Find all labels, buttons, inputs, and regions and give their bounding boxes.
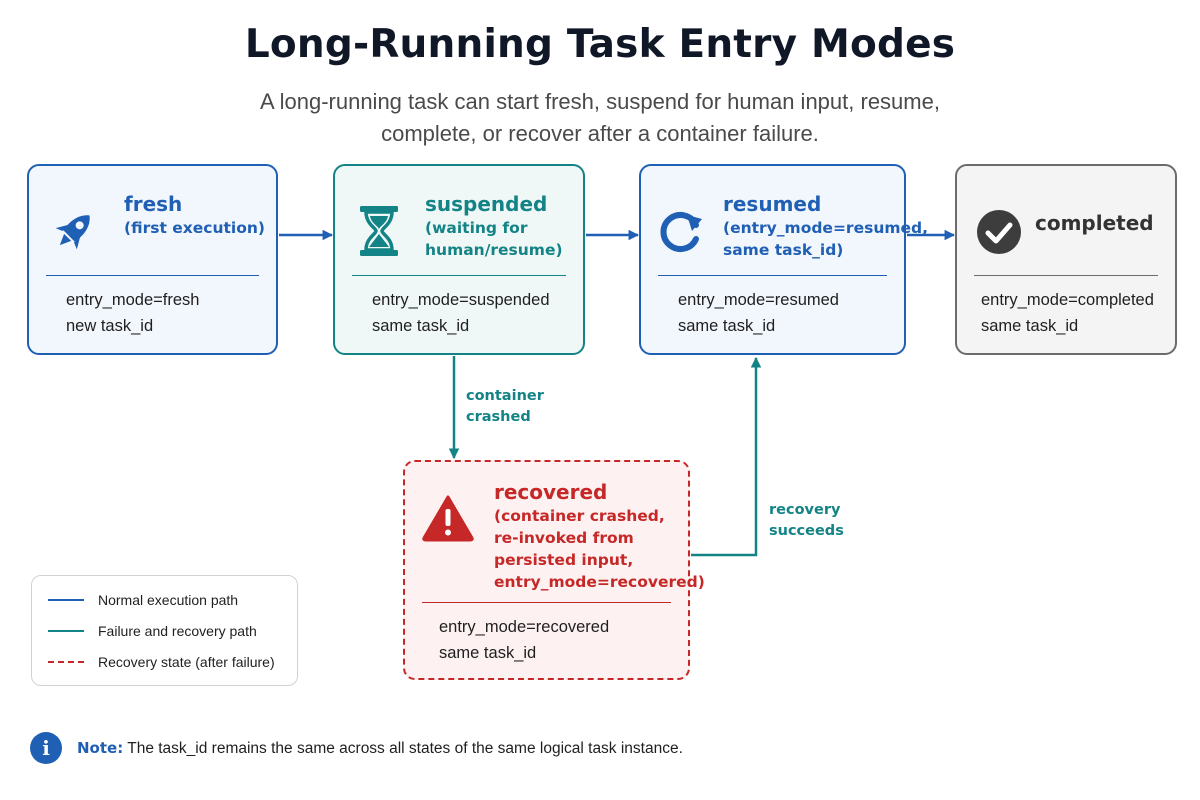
entry-mode-line: entry_mode=recovered xyxy=(439,618,610,636)
state-title: resumed xyxy=(723,192,822,216)
state-title: suspended xyxy=(425,192,548,216)
edge-label-recovery-succeeds: recovery succeeds xyxy=(769,502,844,539)
entry-mode-line: entry_mode=suspended xyxy=(372,291,550,309)
note-label: Note: xyxy=(77,739,124,757)
warning-triangle-icon xyxy=(421,494,475,547)
divider xyxy=(422,602,671,603)
legend: Normal execution path Failure and recove… xyxy=(31,575,298,686)
state-title: fresh xyxy=(124,192,183,216)
state-completed: completed entry_mode=completed same task… xyxy=(955,164,1177,355)
divider xyxy=(46,275,259,276)
hourglass-icon xyxy=(356,204,402,263)
legend-swatch-solid-teal xyxy=(48,630,84,632)
note-text: Note: The task_id remains the same acros… xyxy=(77,738,683,759)
legend-label: Normal execution path xyxy=(98,592,239,608)
task-id-line: same task_id xyxy=(439,644,537,662)
entry-mode-line: entry_mode=fresh xyxy=(66,291,200,309)
entry-mode-line: entry_mode=completed xyxy=(981,291,1154,309)
state-subtitle: (container crashed, re-invoked from pers… xyxy=(494,507,705,591)
state-title: recovered xyxy=(494,480,608,504)
task-id-line: same task_id xyxy=(372,317,470,335)
state-fresh: fresh (first execution) entry_mode=fresh… xyxy=(27,164,278,355)
info-icon: i xyxy=(30,732,62,764)
legend-label: Failure and recovery path xyxy=(98,623,257,639)
state-subtitle: (first execution) xyxy=(124,219,265,237)
task-id-line: same task_id xyxy=(678,317,776,335)
divider xyxy=(974,275,1158,276)
state-recovered: recovered (container crashed, re-invoked… xyxy=(403,460,705,680)
check-circle-icon xyxy=(975,208,1023,261)
state-subtitle: (waiting for human/resume) xyxy=(425,219,563,259)
task-id-line: new task_id xyxy=(66,317,154,335)
legend-swatch-dashed-red xyxy=(48,661,84,663)
legend-swatch-solid-blue xyxy=(48,599,84,601)
refresh-arrow-icon xyxy=(656,206,706,261)
edge-label-container-crashed: container crashed xyxy=(466,388,544,425)
subtitle-text: A long-running task can start fresh, sus… xyxy=(260,89,940,146)
state-suspended: suspended (waiting for human/resume) ent… xyxy=(333,164,585,355)
entry-mode-line: entry_mode=resumed xyxy=(678,291,839,309)
diagram-subtitle: A long-running task can start fresh, sus… xyxy=(230,86,970,150)
divider xyxy=(352,275,566,276)
task-id-line: same task_id xyxy=(981,317,1079,335)
note-body: The task_id remains the same across all … xyxy=(123,740,683,757)
legend-label: Recovery state (after failure) xyxy=(98,654,275,670)
rocket-icon xyxy=(47,204,101,263)
state-subtitle: (entry_mode=resumed, same task_id) xyxy=(723,219,928,259)
state-title: completed xyxy=(1035,211,1154,235)
divider xyxy=(658,275,887,276)
state-resumed: resumed (entry_mode=resumed, same task_i… xyxy=(639,164,928,355)
diagram-title: Long-Running Task Entry Modes xyxy=(244,22,956,67)
